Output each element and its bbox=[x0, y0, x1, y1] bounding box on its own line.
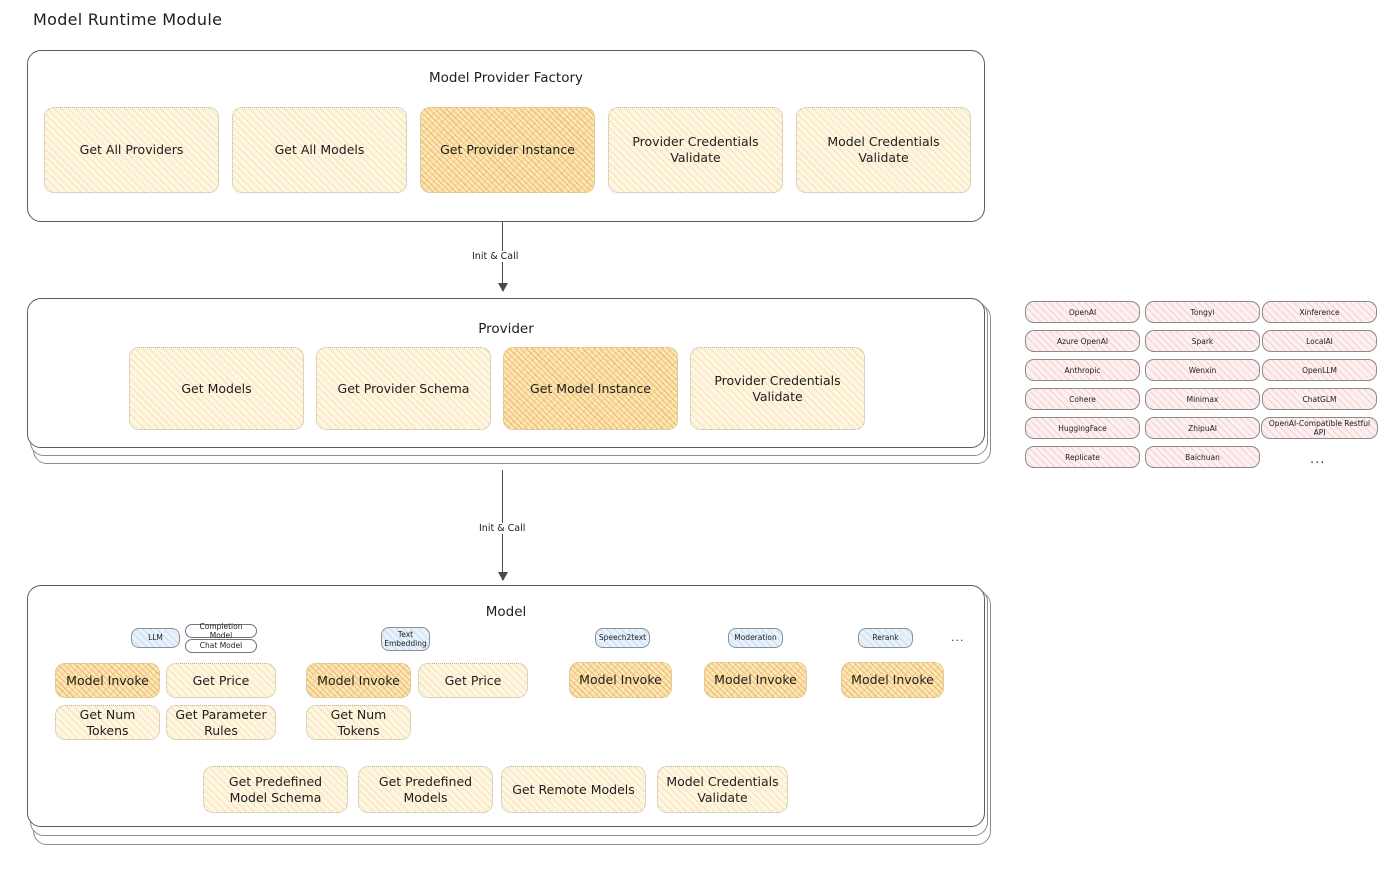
provider-title: Provider bbox=[478, 321, 534, 337]
provider-chip-chatglm[interactable]: ChatGLM bbox=[1262, 388, 1377, 410]
model-text-embedding-node-get-price[interactable]: Get Price bbox=[418, 663, 528, 698]
model-title: Model bbox=[485, 604, 527, 620]
provider-node-get-models[interactable]: Get Models bbox=[129, 347, 304, 430]
provider-chip-baichuan[interactable]: Baichuan bbox=[1145, 446, 1260, 468]
model-badge-moderation[interactable]: Moderation bbox=[728, 628, 783, 648]
factory-node-model-credentials-validate[interactable]: Model Credentials Validate bbox=[796, 107, 971, 193]
provider-chip-tongyi[interactable]: Tongyi bbox=[1145, 301, 1260, 323]
provider-node-get-provider-schema[interactable]: Get Provider Schema bbox=[316, 347, 491, 430]
model-llm-node-get-price[interactable]: Get Price bbox=[166, 663, 276, 698]
provider-chip-zhipuai[interactable]: ZhipuAI bbox=[1145, 417, 1260, 439]
provider-chip-replicate[interactable]: Replicate bbox=[1025, 446, 1140, 468]
model-provider-factory-title: Model Provider Factory bbox=[428, 70, 583, 86]
provider-chip-huggingface[interactable]: HuggingFace bbox=[1025, 417, 1140, 439]
model-groups-more: ... bbox=[951, 631, 965, 644]
provider-chip-localai[interactable]: LocalAI bbox=[1262, 330, 1377, 352]
model-badge-rerank[interactable]: Rerank bbox=[858, 628, 913, 648]
model-badge-completion-model[interactable]: Completion Model bbox=[185, 622, 257, 640]
model-speech2text-node-model-invoke[interactable]: Model Invoke bbox=[569, 662, 672, 698]
model-shared-node-model-credentials-validate[interactable]: Model Credentials Validate bbox=[657, 766, 788, 813]
model-llm-node-get-parameter-rules[interactable]: Get Parameter Rules bbox=[166, 705, 276, 740]
provider-chip-cohere[interactable]: Cohere bbox=[1025, 388, 1140, 410]
provider-chip-openllm[interactable]: OpenLLM bbox=[1262, 359, 1377, 381]
model-badge-text-embedding[interactable]: Text Embedding bbox=[381, 627, 430, 651]
provider-list-more: ... bbox=[1310, 452, 1326, 467]
factory-node-get-provider-instance[interactable]: Get Provider Instance bbox=[420, 107, 595, 193]
provider-node-get-model-instance[interactable]: Get Model Instance bbox=[503, 347, 678, 430]
provider-chip-spark[interactable]: Spark bbox=[1145, 330, 1260, 352]
model-shared-node-get-predefined-model-schema[interactable]: Get Predefined Model Schema bbox=[203, 766, 348, 813]
provider-chip-openai-compatible-restful-api[interactable]: OpenAI-Compatible Restful API bbox=[1261, 417, 1378, 439]
provider-node-provider-credentials-validate[interactable]: Provider Credentials Validate bbox=[690, 347, 865, 430]
arrow-provider-to-model-label: Init & Call bbox=[476, 523, 529, 534]
provider-chip-openai[interactable]: OpenAI bbox=[1025, 301, 1140, 323]
arrow-factory-to-provider-label: Init & Call bbox=[469, 251, 522, 262]
provider-chip-xinference[interactable]: Xinference bbox=[1262, 301, 1377, 323]
model-rerank-node-model-invoke[interactable]: Model Invoke bbox=[841, 662, 944, 698]
provider-chip-azure-openai[interactable]: Azure OpenAI bbox=[1025, 330, 1140, 352]
provider-chip-wenxin[interactable]: Wenxin bbox=[1145, 359, 1260, 381]
model-text-embedding-node-get-num-tokens[interactable]: Get Num Tokens bbox=[306, 705, 411, 740]
page-title: Model Runtime Module bbox=[33, 10, 223, 29]
arrow-provider-to-model-head bbox=[497, 572, 508, 581]
model-shared-node-get-remote-models[interactable]: Get Remote Models bbox=[501, 766, 646, 813]
model-badge-llm[interactable]: LLM bbox=[131, 628, 180, 648]
model-text-embedding-node-model-invoke[interactable]: Model Invoke bbox=[306, 663, 411, 698]
provider-chip-anthropic[interactable]: Anthropic bbox=[1025, 359, 1140, 381]
model-moderation-node-model-invoke[interactable]: Model Invoke bbox=[704, 662, 807, 698]
model-llm-node-model-invoke[interactable]: Model Invoke bbox=[55, 663, 160, 698]
model-shared-node-get-predefined-models[interactable]: Get Predefined Models bbox=[358, 766, 493, 813]
model-badge-chat-model[interactable]: Chat Model bbox=[185, 639, 257, 653]
model-llm-node-get-num-tokens[interactable]: Get Num Tokens bbox=[55, 705, 160, 740]
factory-node-get-all-models[interactable]: Get All Models bbox=[232, 107, 407, 193]
provider-chip-minimax[interactable]: Minimax bbox=[1145, 388, 1260, 410]
arrow-factory-to-provider-head bbox=[497, 283, 508, 292]
model-badge-speech2text[interactable]: Speech2text bbox=[595, 628, 650, 648]
factory-node-get-all-providers[interactable]: Get All Providers bbox=[44, 107, 219, 193]
factory-node-provider-credentials-validate[interactable]: Provider Credentials Validate bbox=[608, 107, 783, 193]
